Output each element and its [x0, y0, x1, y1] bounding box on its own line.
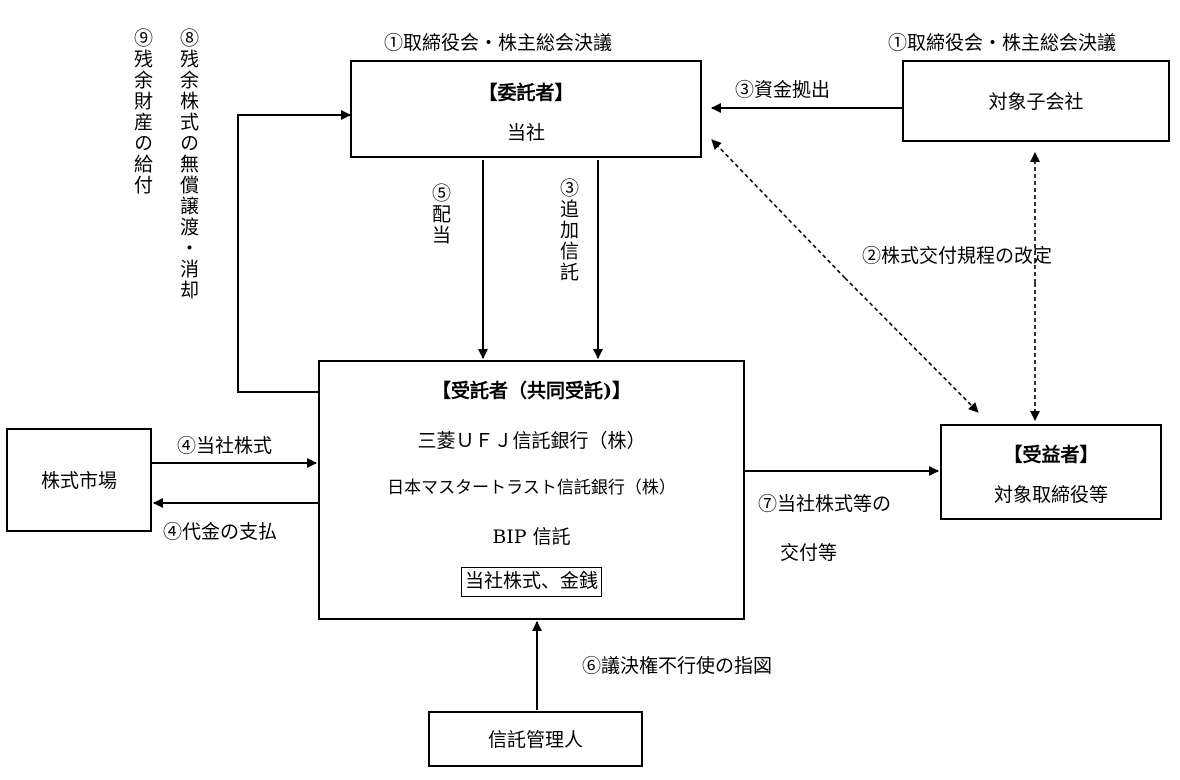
- rules-dashed-arrow-left: [711, 139, 846, 279]
- trustor-box: 【委託者】 当社: [350, 60, 702, 158]
- subsidiary-box: 対象子会社: [902, 60, 1170, 142]
- resolution-label-trustor: ①取締役会・株主総会決議: [384, 32, 613, 54]
- delivery-label-line-1: ⑦当社株式等の: [758, 493, 892, 515]
- trust-assets-box: 当社株式、金銭: [460, 567, 602, 597]
- market-name: 株式市場: [40, 470, 117, 492]
- trustor-name: 当社: [506, 122, 545, 144]
- buy-shares-label: ④当社株式: [177, 435, 273, 457]
- subsidiary-name: 対象子会社: [988, 91, 1084, 113]
- residual-assets-label: ⑨残余財産の給付: [131, 28, 153, 196]
- trustor-title: 【委託者】: [478, 82, 574, 104]
- delivery-label-line-2: 交付等: [780, 542, 838, 564]
- residual-shares-label: ⑧残余株式の無償譲渡・消却: [177, 28, 199, 301]
- voting-instruction-label: ⑥議決権不行使の指図: [582, 655, 773, 677]
- administrator-box: 信託管理人: [428, 711, 643, 767]
- trustee-bank-1: 三菱ＵＦＪ信託銀行（株）: [417, 430, 646, 452]
- beneficiary-name: 対象取締役等: [993, 484, 1108, 506]
- dividend-label: ⑤配当: [429, 183, 451, 246]
- trustee-trust-name: BIP 信託: [492, 526, 571, 548]
- beneficiary-box: 【受益者】 対象取締役等: [940, 424, 1162, 520]
- trustee-bank-2: 日本マスタートラスト信託銀行（株）: [387, 478, 676, 498]
- beneficiary-title: 【受益者】: [1003, 444, 1099, 466]
- funding-label: ③資金拠出: [735, 79, 831, 101]
- trustee-box: 【受託者（共同受託)】 三菱ＵＦＪ信託銀行（株） 日本マスタートラスト信託銀行（…: [318, 360, 745, 620]
- residual-return-arrow: [237, 110, 351, 393]
- additional-trust-label: ③追加信託: [557, 178, 579, 283]
- administrator-name: 信託管理人: [487, 729, 583, 751]
- resolution-label-subsidiary: ①取締役会・株主総会決議: [888, 32, 1117, 54]
- payment-label: ④代金の支払: [163, 521, 278, 543]
- trustee-title: 【受託者（共同受託)】: [432, 380, 631, 402]
- rules-dashed-arrow-right: [844, 277, 979, 413]
- rules-revision-label: ②株式交付規程の改定: [862, 245, 1053, 267]
- market-box: 株式市場: [6, 428, 152, 532]
